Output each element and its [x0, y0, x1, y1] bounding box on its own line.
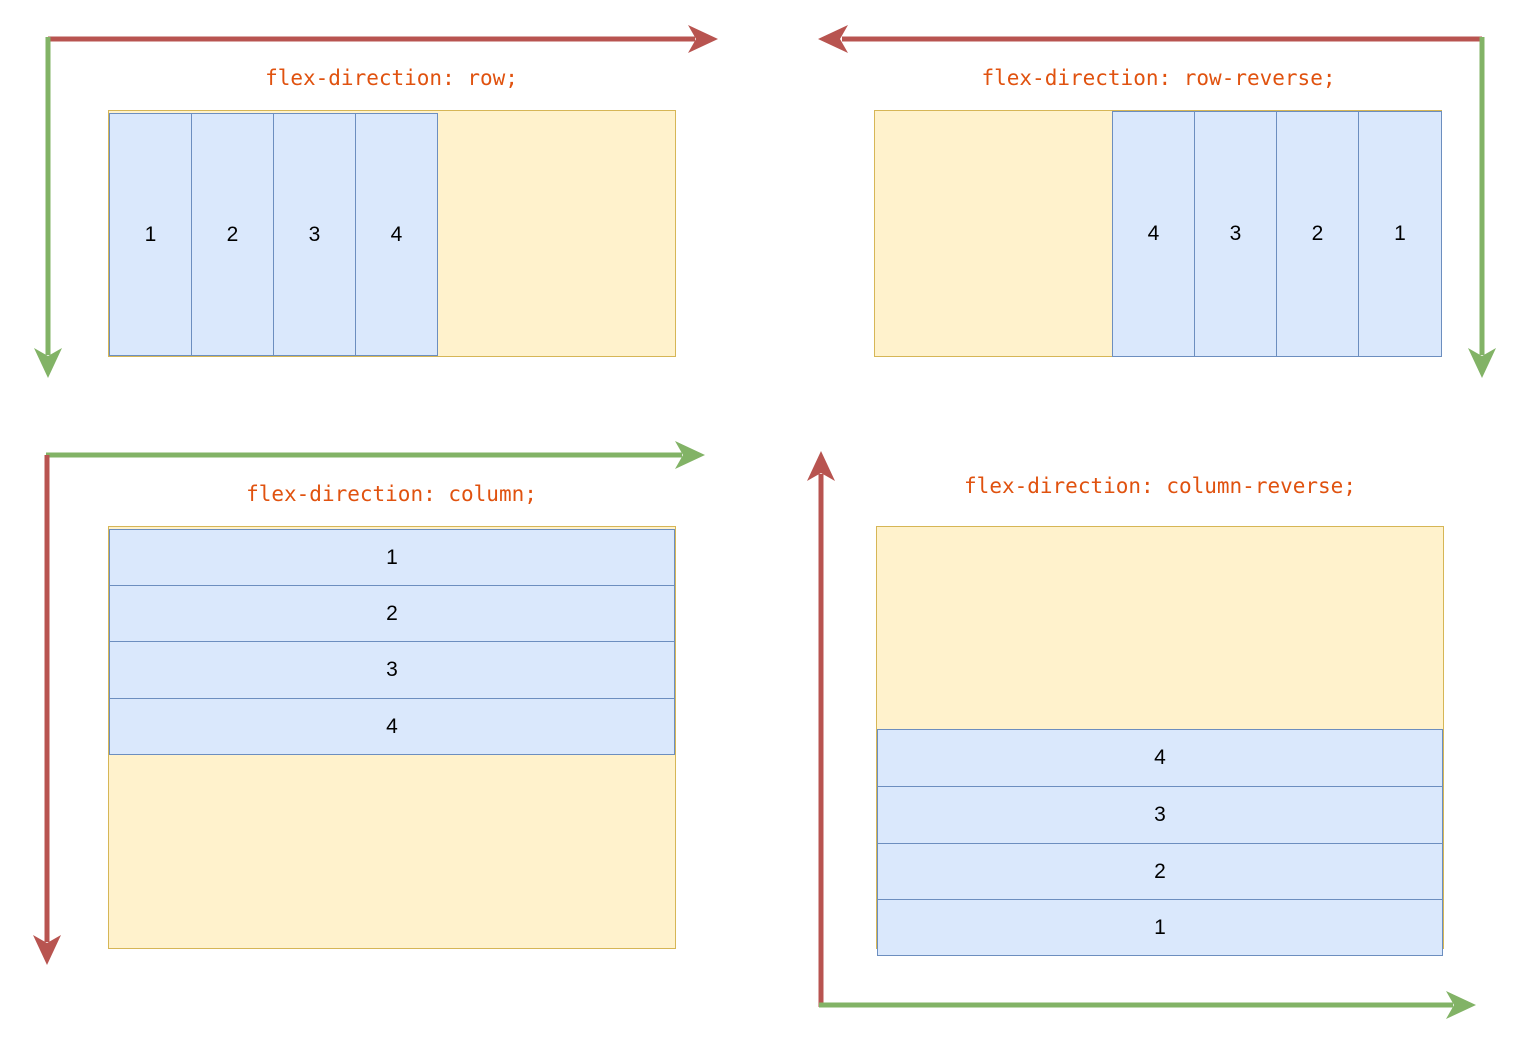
row-reverse-flex-item: 3 [1194, 111, 1277, 357]
row-flex-item: 2 [191, 113, 274, 356]
row-reverse-panel-title: flex-direction: row-reverse; [981, 66, 1336, 90]
row-flex-container: 1 2 3 4 [108, 110, 676, 357]
column-flex-item: 3 [109, 641, 675, 699]
row-flex-item: 1 [109, 113, 192, 356]
column-flex-container: 1 2 3 4 [108, 526, 676, 949]
row-panel-title: flex-direction: row; [265, 66, 518, 90]
column-reverse-flex-item: 2 [877, 843, 1443, 901]
row-flex-item: 3 [273, 113, 356, 356]
row-reverse-cross-axis-arrow [1468, 37, 1496, 378]
row-reverse-flex-item: 2 [1276, 111, 1359, 357]
row-main-axis-arrow [48, 25, 718, 53]
column-main-axis-arrow [33, 455, 61, 965]
column-reverse-flex-item: 4 [877, 729, 1443, 787]
row-flex-item: 4 [355, 113, 438, 356]
row-reverse-main-axis-arrow [818, 25, 1482, 53]
row-reverse-flex-item: 1 [1358, 111, 1442, 357]
row-reverse-flex-container: 4 3 2 1 [874, 110, 1442, 357]
row-reverse-flex-item: 4 [1112, 111, 1195, 357]
column-flex-item: 1 [109, 529, 675, 586]
column-reverse-cross-axis-arrow [819, 991, 1476, 1019]
column-reverse-flex-item: 3 [877, 786, 1443, 844]
column-reverse-main-axis-arrow [807, 451, 835, 1007]
row-cross-axis-arrow [34, 37, 62, 378]
column-reverse-flex-container: 4 3 2 1 [876, 526, 1444, 956]
column-reverse-panel-title: flex-direction: column-reverse; [964, 474, 1356, 498]
column-cross-axis-arrow [46, 441, 705, 469]
column-panel-title: flex-direction: column; [246, 482, 537, 506]
column-flex-item: 4 [109, 698, 675, 755]
column-flex-item: 2 [109, 585, 675, 642]
column-reverse-flex-item: 1 [877, 899, 1443, 956]
